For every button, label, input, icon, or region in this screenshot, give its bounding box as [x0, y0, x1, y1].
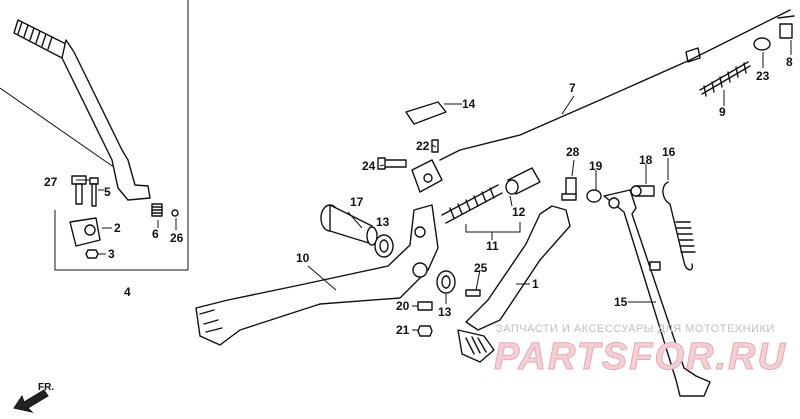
watermark-tagline: ЗАПЧАСТИ И АКСЕССУАРЫ ДЛЯ МОТОТЕХНИКИ [496, 323, 775, 335]
callout-14: 14 [462, 97, 476, 111]
side-stand-15 [603, 189, 711, 397]
callout-25: 25 [474, 261, 488, 275]
callout-27: 27 [44, 175, 58, 189]
callout-20: 20 [396, 299, 410, 313]
callout-28: 28 [566, 145, 580, 159]
spring-11 [441, 184, 503, 224]
kick-starter-group-frame [0, 0, 189, 271]
callout-7: 7 [569, 81, 576, 95]
rod-plate-14 [405, 101, 447, 125]
gearshift-pedal-1 [457, 205, 571, 363]
callout-1: 1 [532, 277, 539, 291]
bolt-20 [417, 301, 433, 311]
callout-15: 15 [614, 295, 628, 309]
sleeve-12 [505, 167, 541, 195]
nut-21 [417, 325, 433, 337]
bolt-28 [561, 177, 577, 201]
spring-6 [151, 203, 163, 217]
callout-18: 18 [639, 153, 653, 167]
callout-17: 17 [350, 195, 364, 209]
callout-2: 2 [114, 221, 121, 235]
collar-23 [753, 37, 771, 51]
callout-12: 12 [512, 205, 526, 219]
watermark-logo: PARTSFOR.RU [494, 336, 787, 379]
rod-joint-8 [777, 15, 795, 39]
seal-13-lower [436, 270, 456, 294]
kick-starter-arm [13, 19, 151, 201]
spring-16 [662, 181, 696, 271]
brake-pedal-10 [195, 204, 439, 346]
front-direction-arrow: FR. [13, 382, 54, 413]
callout-13-lower: 13 [438, 305, 452, 319]
bolt-5 [89, 177, 99, 207]
bracket-11 [465, 222, 521, 233]
callout-4: 4 [124, 285, 131, 299]
callout-16: 16 [662, 145, 676, 159]
ball-28 [171, 209, 179, 217]
pin-24 [377, 157, 407, 170]
callout-6: 6 [152, 227, 159, 241]
callout-8: 8 [786, 55, 793, 69]
kick-boss-2 [69, 217, 101, 247]
callout-21: 21 [396, 323, 410, 337]
callout-3: 3 [108, 247, 115, 261]
brake-rod-joint [411, 159, 443, 193]
callout-9: 9 [719, 105, 726, 119]
callout-11: 11 [486, 239, 499, 253]
callout-10: 10 [296, 251, 310, 265]
bolt-18 [630, 185, 655, 197]
callout-24: 24 [362, 159, 376, 173]
washer-19 [586, 189, 602, 203]
bolt-25 [465, 289, 481, 297]
callout-5: 5 [104, 185, 111, 199]
front-direction-label: FR. [38, 382, 54, 393]
brake-rod-7 [439, 9, 791, 161]
callout-19: 19 [589, 159, 603, 173]
callout-22: 22 [416, 139, 430, 153]
callout-26: 26 [170, 231, 184, 245]
pivot-shaft-17 [320, 204, 378, 246]
spring-9 [699, 61, 751, 97]
callout-13-upper: 13 [376, 215, 390, 229]
nut-3 [85, 249, 99, 259]
callout-23: 23 [756, 69, 770, 83]
seal-13-upper [374, 234, 394, 258]
